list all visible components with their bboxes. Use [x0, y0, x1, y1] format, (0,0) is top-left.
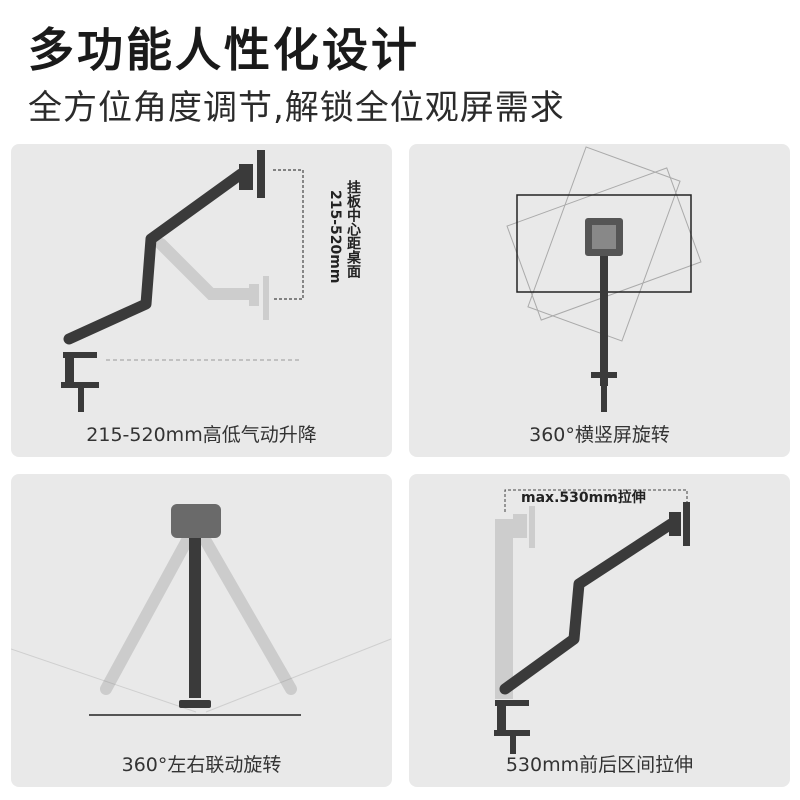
ghost-arm-lower: [155, 238, 269, 320]
swivel-illustration: [11, 504, 392, 716]
dimension-bracket: [273, 169, 304, 300]
swivel-angle-lines: [11, 638, 392, 713]
monitor-mount: [585, 218, 623, 412]
center-arm: [171, 504, 221, 708]
page-title: 多功能人性化设计: [28, 23, 420, 77]
caption-screen-rotation: 360°横竖屏旋转: [529, 424, 670, 446]
rotation-illustration: [506, 146, 702, 412]
extension-illustration: [494, 489, 690, 754]
panel-swivel: 360°左右联动旋转: [11, 474, 392, 787]
caption-swivel: 360°左右联动旋转: [121, 754, 282, 776]
ghost-screen-outlines: [506, 146, 702, 342]
extension-label: max.530mm拉伸: [521, 490, 646, 506]
page-subtitle: 全方位角度调节,解锁全位观屏需求: [28, 88, 565, 128]
height-range-label-line1: 挂板中心距桌面: [345, 180, 361, 278]
monitor-arm: [61, 150, 265, 412]
ghost-arms: [100, 518, 297, 695]
panel-extension: max.530mm拉伸 530mm前后区间拉伸: [409, 474, 790, 787]
panel-height-adjust: 挂板中心距桌面 215-520mm 215-520mm高低气动升降: [11, 144, 392, 457]
caption-extension: 530mm前后区间拉伸: [505, 754, 694, 776]
height-adjust-illustration: [61, 150, 304, 412]
height-range-label-line2: 215-520mm: [327, 190, 343, 284]
panel-screen-rotation: 360°横竖屏旋转: [409, 144, 790, 457]
extension-bracket: [504, 489, 688, 512]
extended-arm: [494, 502, 690, 754]
ghost-folded-arm: [495, 506, 535, 699]
caption-height-adjust: 215-520mm高低气动升降: [86, 424, 317, 446]
